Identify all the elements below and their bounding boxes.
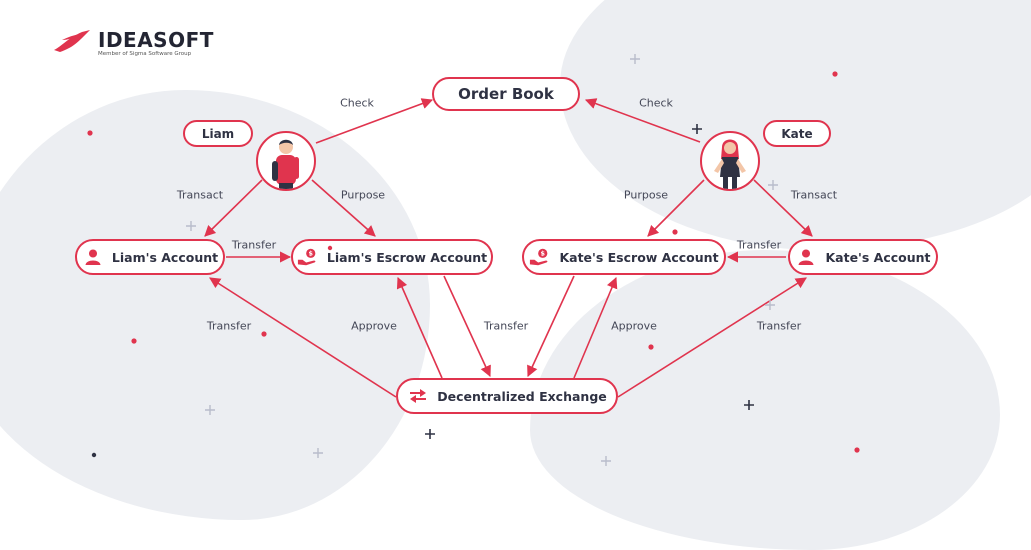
node-order-book: Order Book bbox=[432, 77, 580, 111]
node-decentralized-exchange: Decentralized Exchange bbox=[396, 378, 618, 414]
edge-liam-purpose bbox=[311, 179, 376, 237]
man-avatar-icon bbox=[272, 139, 299, 189]
edge-liam-check bbox=[315, 98, 434, 144]
edge-label-dex-to-kate-transfer: Transfer bbox=[756, 319, 802, 333]
node-liams-escrow-label: Liam's Escrow Account bbox=[326, 249, 488, 265]
edge-label-kate-transfer: Transfer bbox=[736, 238, 782, 252]
edge-liam-escrow-to-dex bbox=[443, 275, 491, 378]
edge-label-kate-purpose: Purpose bbox=[623, 188, 669, 202]
svg-text:$: $ bbox=[308, 250, 313, 258]
edge-label-liam-approve: Approve bbox=[351, 319, 397, 333]
edge-label-kate-approve: Approve bbox=[611, 319, 657, 333]
edge-liam-transact bbox=[204, 179, 263, 237]
node-liams-account: Liam's Account bbox=[75, 239, 225, 275]
hand-coin-icon: $ bbox=[529, 246, 551, 268]
edge-label-liam-check: Check bbox=[340, 96, 374, 110]
decorations bbox=[87, 54, 860, 466]
node-kates-account: Kate's Account bbox=[788, 239, 938, 275]
node-kate-label: Kate bbox=[781, 126, 813, 141]
hand-coin-icon: $ bbox=[297, 246, 319, 268]
edge-label-liam-transfer: Transfer bbox=[231, 238, 277, 252]
node-order-book-label: Order Book bbox=[458, 85, 554, 103]
bird-logo-icon bbox=[52, 28, 92, 59]
node-kates-account-label: Kate's Account bbox=[825, 249, 931, 265]
woman-avatar-icon bbox=[714, 139, 746, 189]
edge-label-liam-escrow-transfer: Transfer bbox=[483, 319, 529, 333]
edge-label-dex-to-liam-transfer: Transfer bbox=[206, 319, 252, 333]
edge-dex-to-kate-account bbox=[617, 277, 807, 398]
edge-label-kate-check: Check bbox=[639, 96, 673, 110]
edge-dex-to-kate-escrow-approve bbox=[573, 276, 618, 379]
node-liams-escrow: $ Liam's Escrow Account bbox=[291, 239, 493, 275]
user-icon bbox=[795, 246, 817, 268]
svg-text:$: $ bbox=[541, 250, 546, 258]
edge-dex-to-liam-escrow-approve bbox=[396, 276, 443, 379]
node-liam-tag: Liam bbox=[183, 120, 253, 147]
swap-arrows-icon bbox=[407, 385, 429, 407]
node-kates-escrow-label: Kate's Escrow Account bbox=[559, 249, 719, 265]
node-liams-account-label: Liam's Account bbox=[111, 249, 219, 265]
edges-layer bbox=[204, 98, 813, 398]
edge-label-liam-purpose: Purpose bbox=[340, 188, 386, 202]
edge-label-kate-transact: Transact bbox=[790, 188, 838, 202]
edge-kate-transact bbox=[753, 179, 813, 237]
edge-dex-to-liam-account bbox=[209, 277, 397, 398]
logo: IDEASOFT Member of Sigma Software Group bbox=[52, 28, 214, 59]
edge-kate-purpose bbox=[647, 179, 705, 237]
node-kates-escrow: $ Kate's Escrow Account bbox=[522, 239, 726, 275]
node-liam-label: Liam bbox=[201, 126, 235, 141]
background-shape-left bbox=[0, 90, 430, 520]
user-icon bbox=[82, 246, 104, 268]
kate-avatar bbox=[700, 131, 760, 191]
edge-kate-escrow-to-dex bbox=[527, 275, 575, 378]
liam-avatar bbox=[256, 131, 316, 191]
node-kate-tag: Kate bbox=[763, 120, 831, 147]
logo-wordmark: IDEASOFT bbox=[98, 28, 214, 52]
edge-label-liam-transact: Transact bbox=[176, 188, 224, 202]
logo-tagline: Member of Sigma Software Group bbox=[98, 51, 192, 57]
node-dex-label: Decentralized Exchange bbox=[437, 388, 607, 404]
edge-kate-check bbox=[584, 98, 701, 143]
